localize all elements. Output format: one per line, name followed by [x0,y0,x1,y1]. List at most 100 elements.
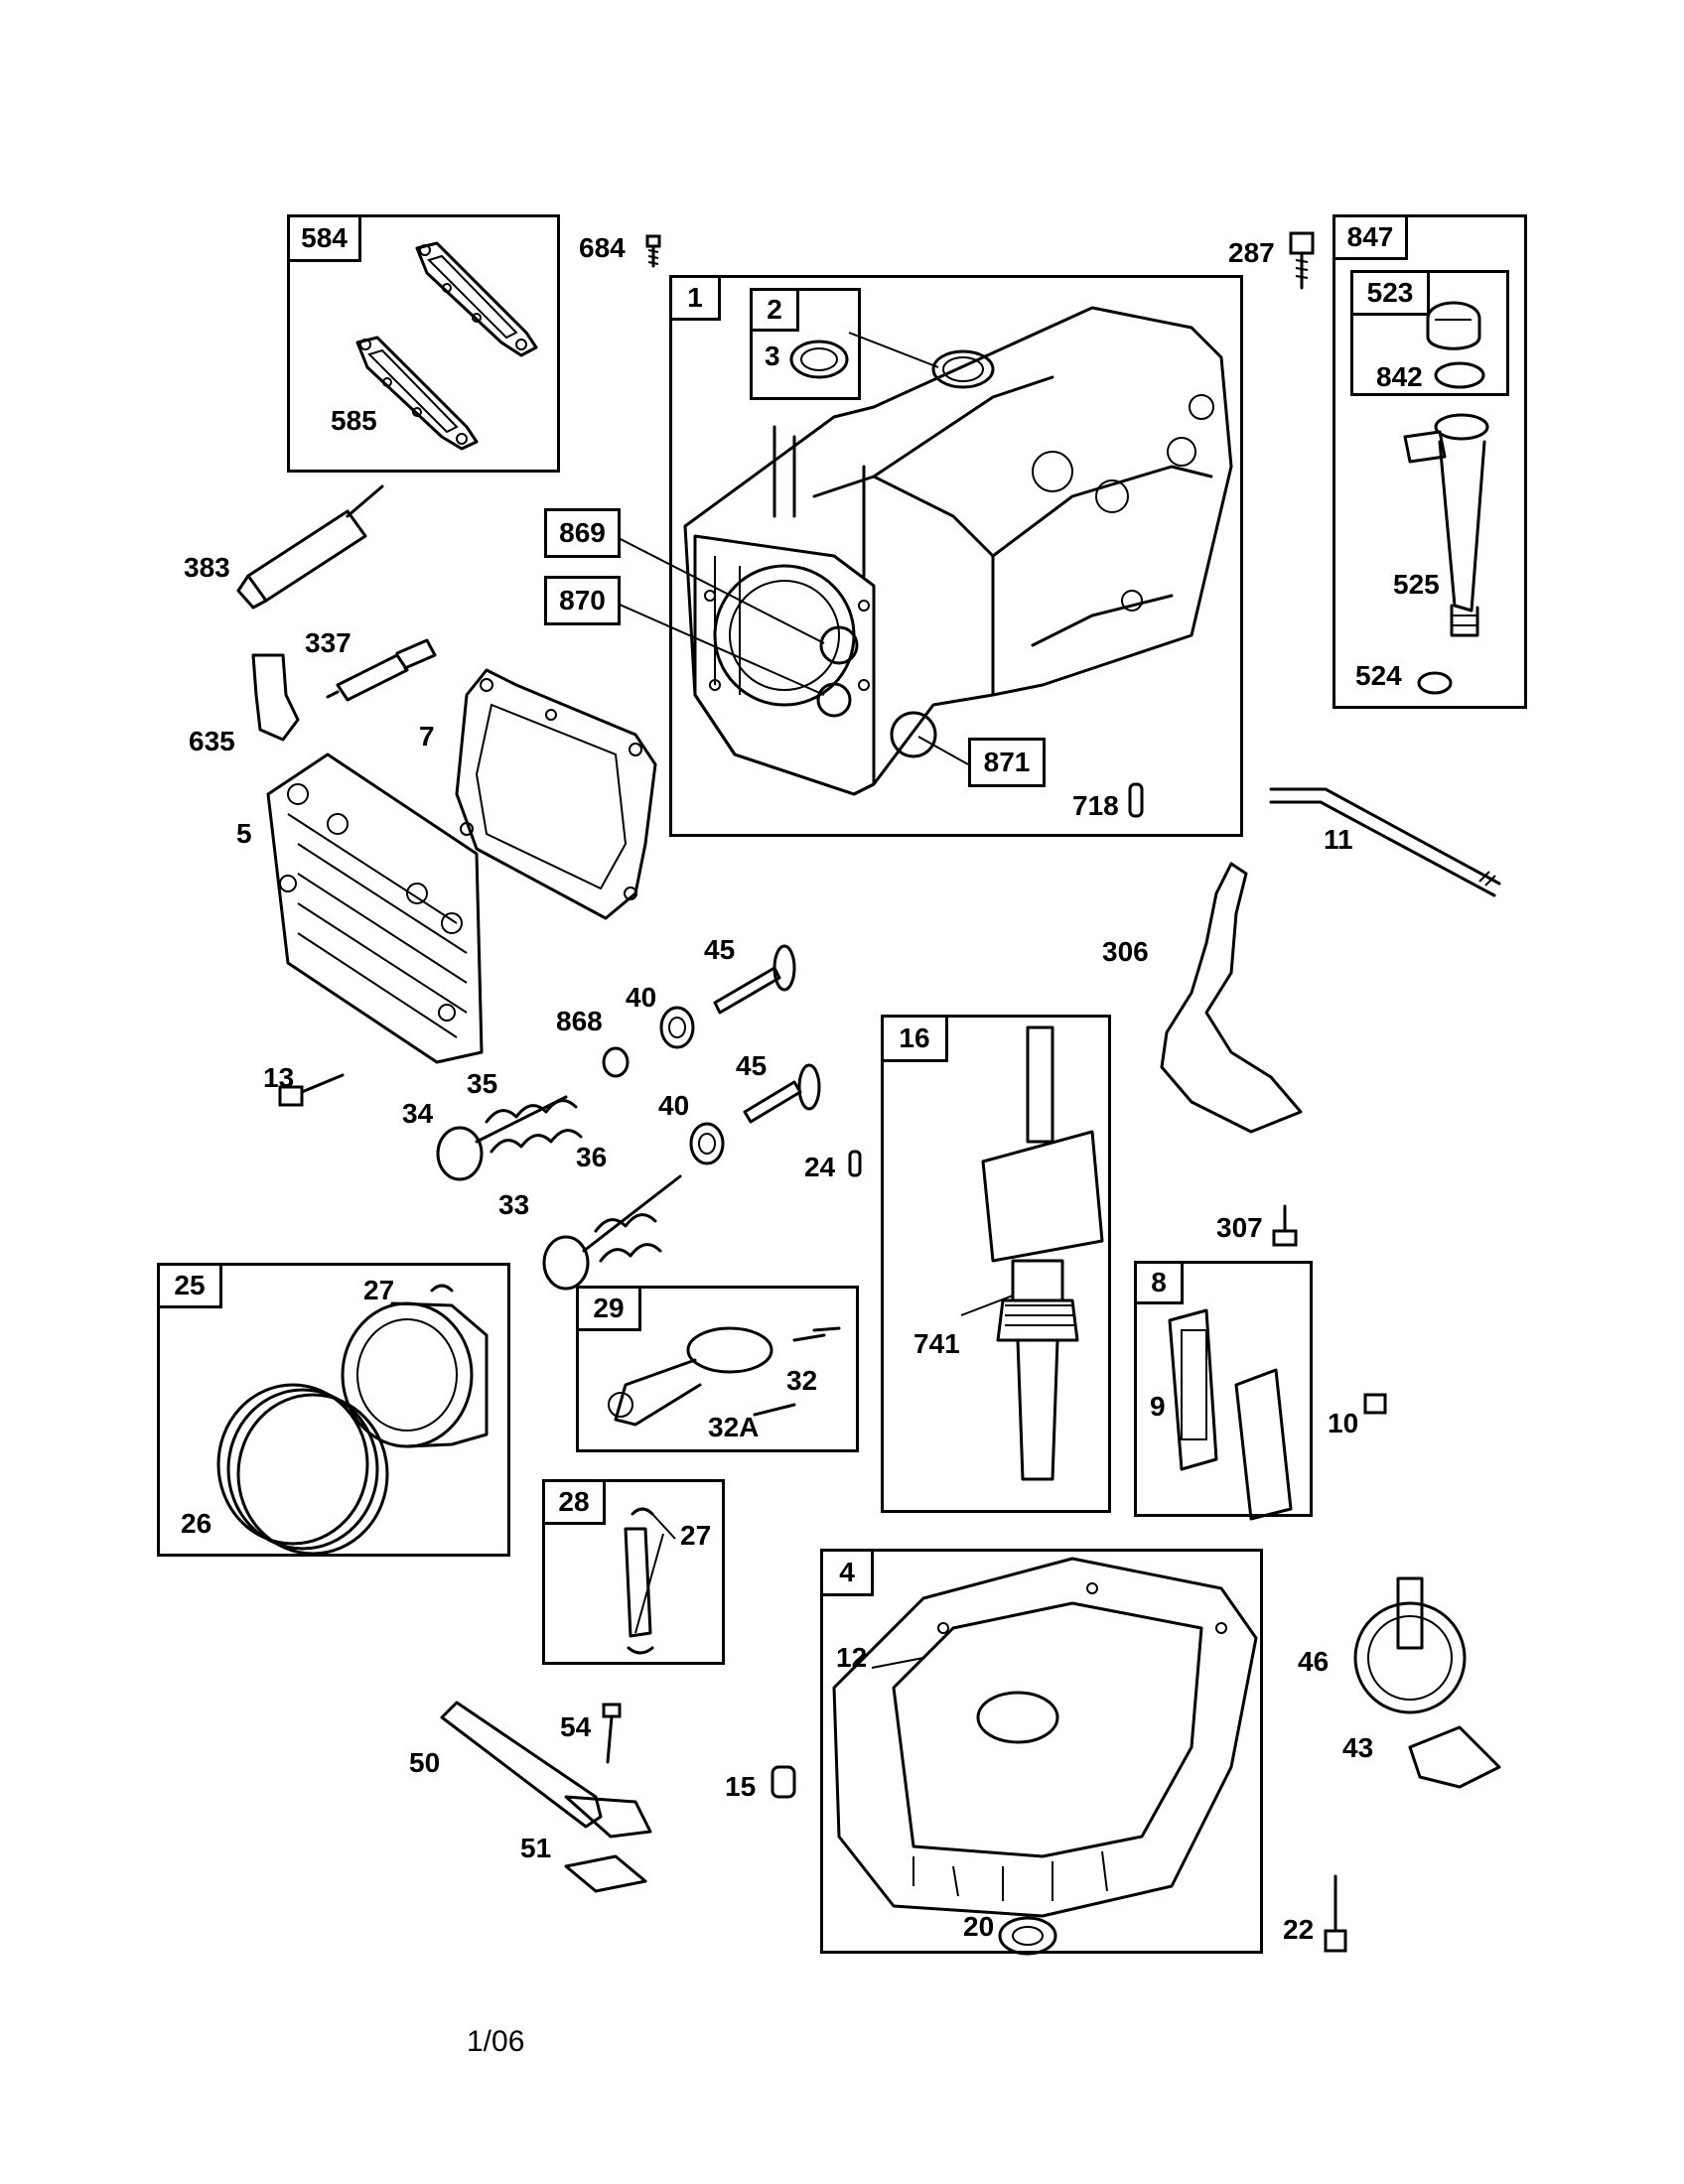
group-tag-16: 16 [881,1015,948,1062]
group-tag-871: 871 [968,738,1046,787]
breather-drawing [1168,1308,1293,1521]
kit-box-8 [1134,1261,1313,1517]
part-label-684: 684 [579,232,626,263]
kit-box-584 [287,214,560,473]
group-tag-584: 584 [287,214,361,262]
valve-seal-drawing [659,1006,725,1165]
group-tag-2: 2 [750,288,799,332]
part-label-741: 741 [913,1328,960,1359]
sump-drawing [832,1557,1258,1918]
part-label-45a: 45 [704,934,736,965]
part-label-36: 36 [576,1142,608,1172]
part-label-11: 11 [1324,824,1353,855]
part-label-51: 51 [520,1833,552,1863]
seal-3-drawing [789,340,849,379]
governor-crank-drawing [1408,1725,1501,1789]
cylinder-head-drawing [266,752,484,1064]
part-label-46: 46 [1298,1646,1330,1677]
part-label-585: 585 [331,405,377,436]
part-label-868: 868 [556,1006,603,1036]
part-label-718: 718 [1072,790,1119,821]
part-label-27b: 27 [680,1520,712,1551]
governor-gear-drawing [1353,1576,1467,1714]
part-label-54: 54 [560,1711,592,1742]
bolt-684-drawing [645,234,661,268]
head-gasket-drawing [455,668,657,920]
part-label-24: 24 [804,1152,836,1182]
part-label-337: 337 [305,627,351,658]
group-tag-28: 28 [542,1479,606,1525]
bolt-10-drawing [1363,1393,1387,1415]
part-label-22: 22 [1283,1914,1315,1945]
part-label-7: 7 [419,721,435,751]
part-label-45b: 45 [736,1050,768,1081]
part-label-3: 3 [765,341,780,371]
crankshaft-drawing [981,1025,1104,1481]
plug-boot-drawing [251,653,300,742]
part-label-842: 842 [1376,361,1423,392]
connecting-rod-drawing [608,1326,841,1427]
oil-seal-20-drawing [998,1916,1057,1956]
kit-box-847 [1333,214,1527,709]
intake-exhaust-valve-drawing [436,1095,682,1291]
valve-45-drawing [713,944,821,1124]
rocker-cover-gasket-drawing [355,241,538,451]
group-tag-29: 29 [576,1286,641,1331]
part-label-287: 287 [1228,237,1275,268]
air-guide-drawing [1160,862,1303,1134]
tube-11-drawing [1269,787,1501,897]
kit-box-523 [1350,270,1509,396]
part-label-10: 10 [1328,1408,1359,1438]
group-tag-8: 8 [1134,1261,1184,1304]
dipstick-tube-drawing [1403,301,1489,695]
part-label-635: 635 [189,726,235,756]
part-label-525: 525 [1393,569,1440,600]
part-label-35: 35 [467,1068,498,1099]
group-tag-25: 25 [157,1263,222,1308]
part-label-307: 307 [1216,1212,1263,1243]
part-label-524: 524 [1355,660,1402,691]
bolt-307-drawing [1272,1204,1298,1247]
part-label-9: 9 [1150,1391,1166,1422]
group-tag-847: 847 [1333,214,1408,260]
kit-box-25 [157,1263,510,1557]
kit-box-28 [542,1479,725,1665]
spark-plug-drawing [326,638,437,702]
part-label-383: 383 [184,552,230,583]
plug-15-drawing [771,1765,796,1799]
group-tag-869: 869 [544,508,621,558]
part-label-20: 20 [963,1911,995,1942]
spark-plug-wrench-drawing [236,484,384,610]
part-label-40a: 40 [626,982,657,1013]
pin-24-drawing [848,1150,862,1177]
part-label-32: 32 [786,1365,818,1396]
group-tag-870: 870 [544,576,621,625]
group-tag-4: 4 [820,1549,874,1596]
part-label-40b: 40 [658,1090,690,1121]
part-label-27a: 27 [363,1275,395,1305]
part-label-5: 5 [236,818,252,849]
retainer-868-drawing [602,1046,630,1078]
pin-718-drawing [1128,782,1144,818]
bolt-287-drawing [1289,231,1315,290]
bolt-22-drawing [1324,1874,1347,1953]
part-label-306: 306 [1102,936,1149,967]
leader-lines [610,332,1014,1669]
piston-pin-drawing [624,1507,654,1655]
date-code: 1/06 [467,2025,525,2058]
part-label-15: 15 [725,1771,757,1802]
part-label-32A: 32A [708,1412,760,1442]
kit-box-1 [669,275,1243,837]
part-label-33: 33 [498,1189,530,1220]
part-label-43: 43 [1342,1732,1374,1763]
kit-box-29 [576,1286,859,1452]
group-tag-523: 523 [1350,270,1430,316]
kit-box-4 [820,1549,1263,1954]
kit-box-16 [881,1015,1111,1513]
group-tag-1: 1 [669,275,721,321]
bolt-13-drawing [278,1073,345,1107]
part-label-50: 50 [409,1747,441,1778]
part-label-34: 34 [402,1098,434,1129]
oil-fill-tube-drawing [440,1701,652,1893]
